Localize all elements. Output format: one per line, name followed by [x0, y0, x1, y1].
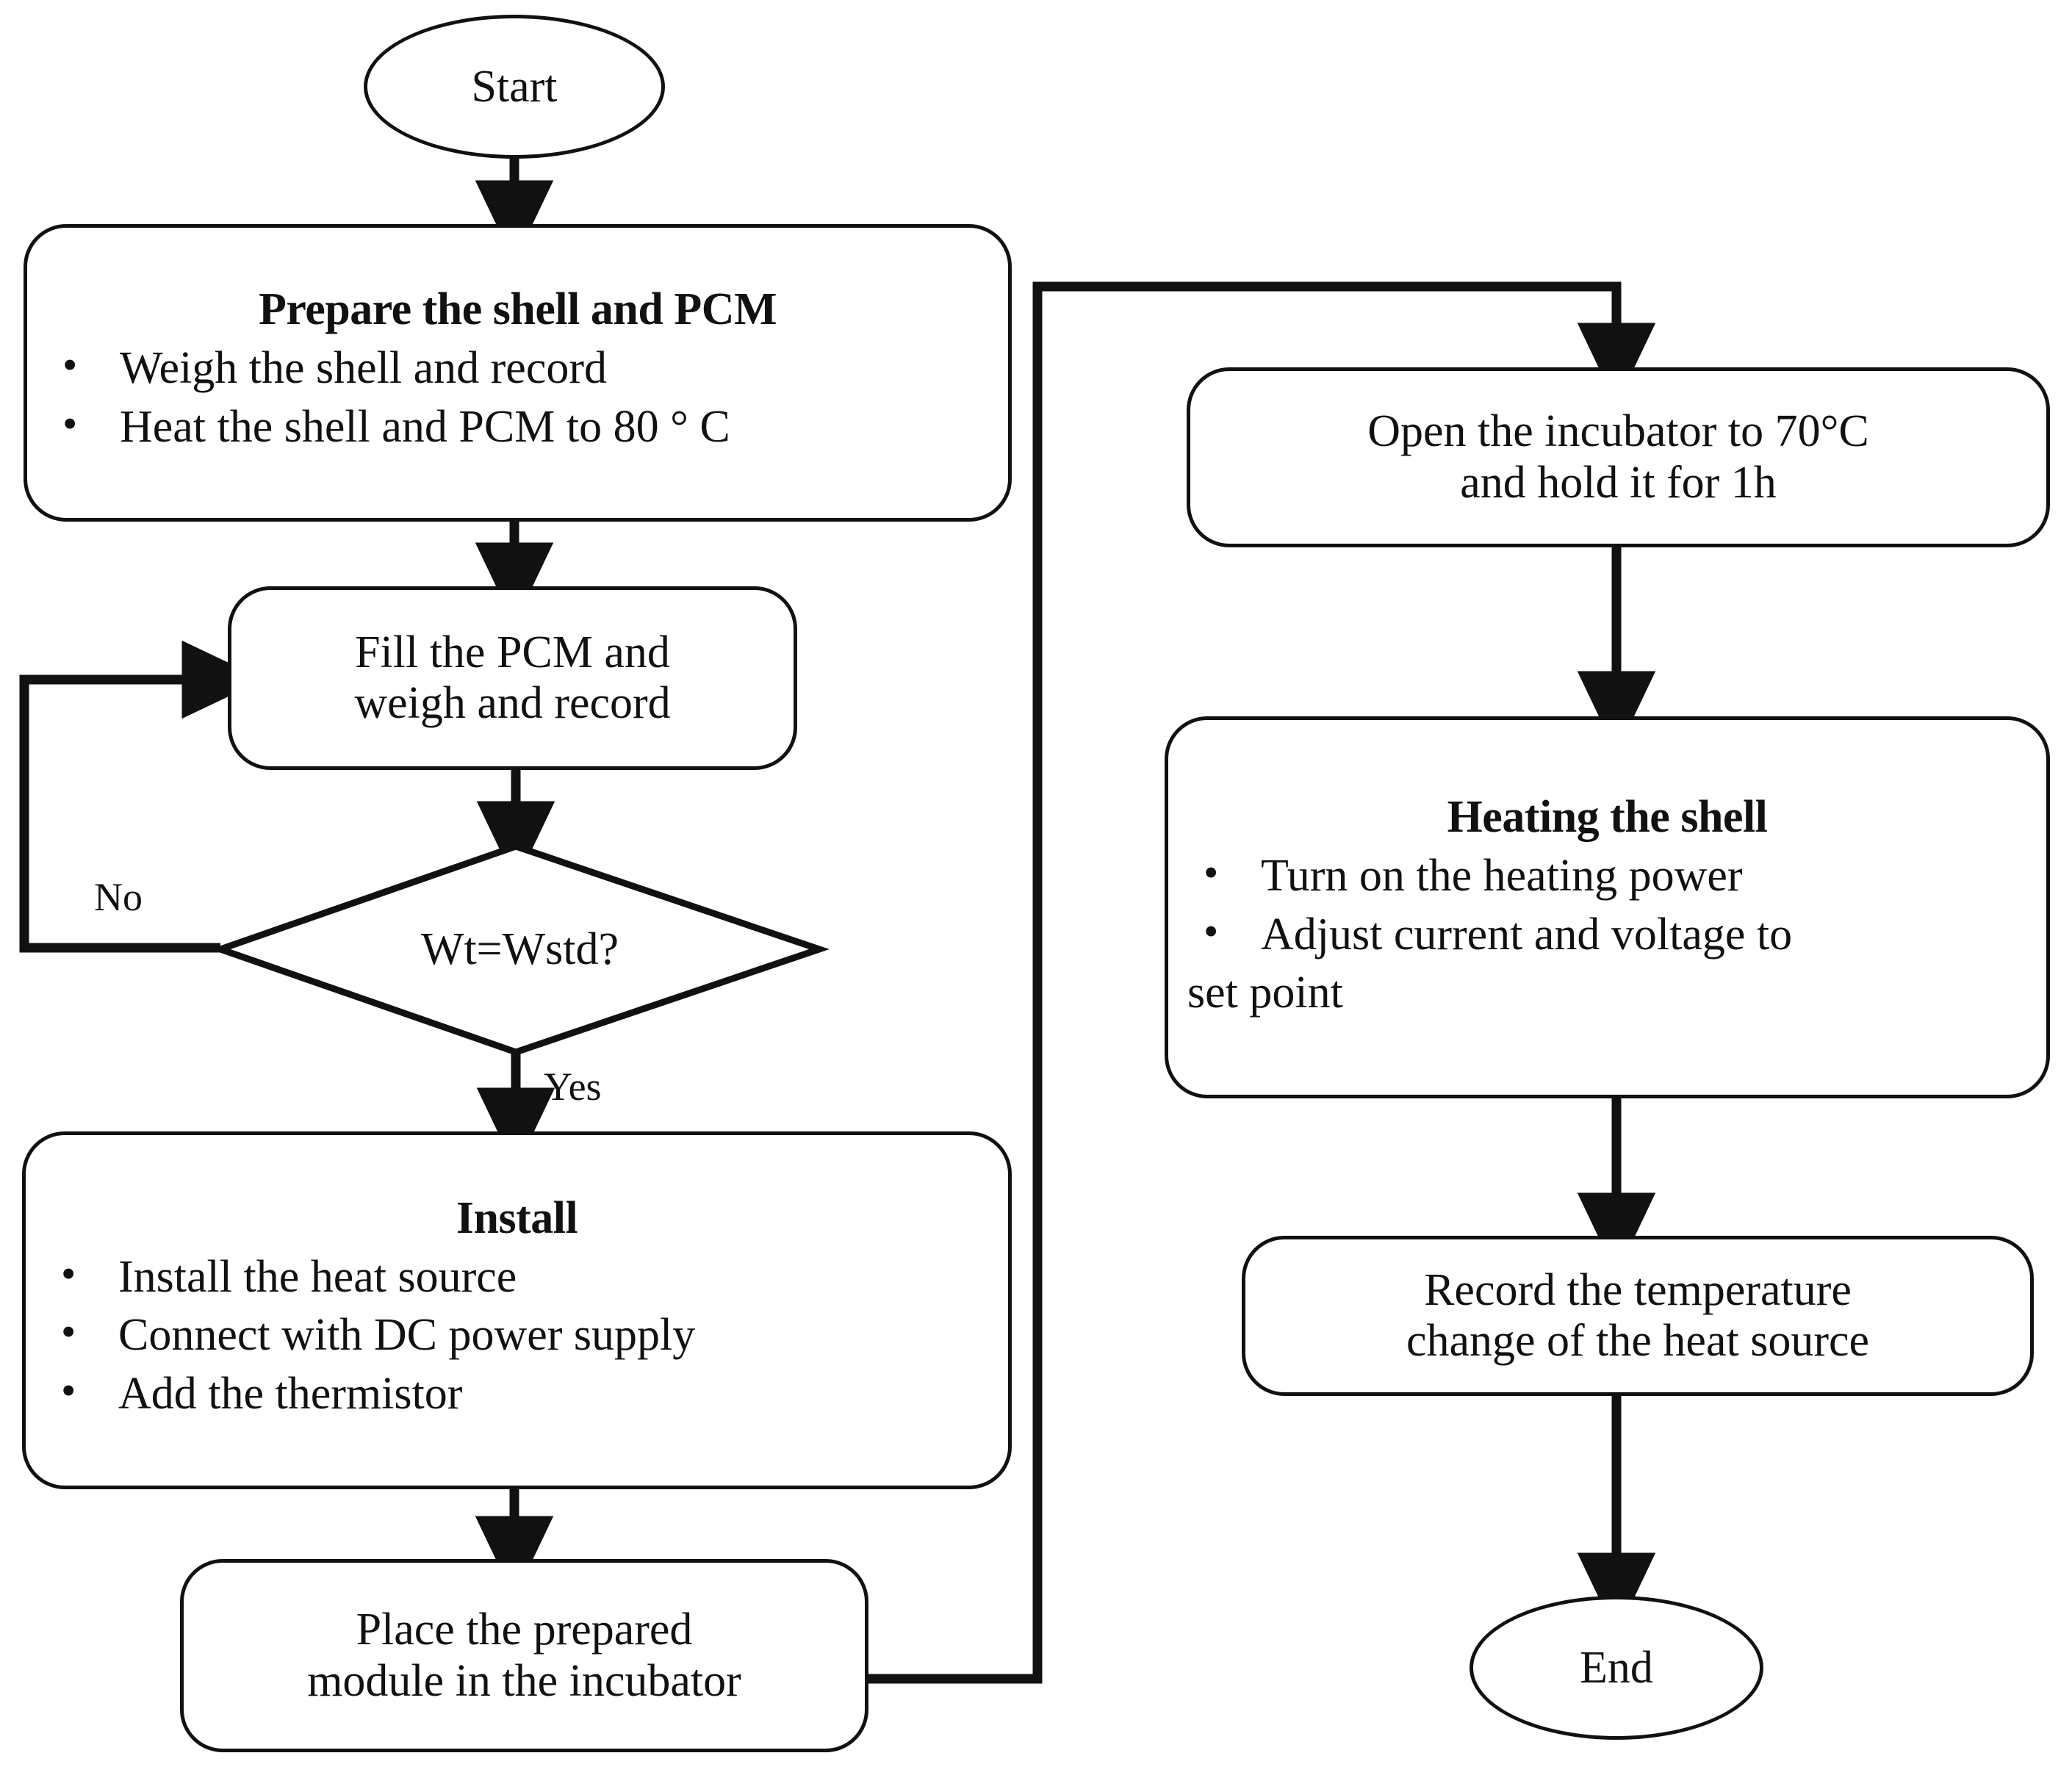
- fill-pcm-line-1: Fill the PCM and: [355, 627, 670, 677]
- heating-shell-box[interactable]: Heating the shell Turn on the heating po…: [1165, 716, 2050, 1098]
- record-temperature-box[interactable]: Record the temperature change of the hea…: [1242, 1236, 2034, 1396]
- open-incubator-box[interactable]: Open the incubator to 70°C and hold it f…: [1187, 367, 2050, 547]
- install-bullets: Install the heat source Connect with DC …: [26, 1247, 1008, 1425]
- decision-wt-wstd-label-wrap[interactable]: Wt=Wstd?: [220, 911, 819, 988]
- prepare-shell-pcm-title: Prepare the shell and PCM: [258, 284, 777, 335]
- list-item: Adjust current and voltage to: [1193, 906, 2027, 963]
- record-temperature-line-1: Record the temperature: [1424, 1264, 1852, 1315]
- heating-shell-trailing-text: set point: [1187, 968, 1343, 1018]
- start-terminator[interactable]: Start: [364, 15, 665, 159]
- prepare-shell-pcm-bullets: Weigh the shell and record Heat the shel…: [27, 338, 1008, 458]
- decision-wt-wstd-label: Wt=Wstd?: [420, 924, 619, 974]
- heating-shell-title: Heating the shell: [1447, 792, 1768, 843]
- list-item: Turn on the heating power: [1193, 847, 2027, 904]
- open-incubator-line-1: Open the incubator to 70°C: [1367, 406, 1869, 457]
- prepare-shell-pcm-box[interactable]: Prepare the shell and PCM Weigh the shel…: [24, 224, 1012, 522]
- edge-label-yes: Yes: [544, 1065, 602, 1109]
- start-label: Start: [471, 61, 558, 112]
- place-module-line-1: Place the prepared: [356, 1605, 693, 1655]
- record-temperature-line-2: change of the heat source: [1406, 1316, 1870, 1366]
- place-module-box[interactable]: Place the prepared module in the incubat…: [180, 1559, 868, 1752]
- end-label: End: [1580, 1642, 1653, 1693]
- open-incubator-line-2: and hold it for 1h: [1460, 457, 1777, 508]
- list-item: Connect with DC power supply: [51, 1306, 989, 1364]
- end-terminator[interactable]: End: [1470, 1596, 1763, 1740]
- edge-label-no: No: [94, 875, 143, 919]
- list-item: Add the thermistor: [51, 1365, 989, 1422]
- fill-pcm-box[interactable]: Fill the PCM and weigh and record: [228, 586, 797, 770]
- heating-shell-bullets: Turn on the heating power Adjust current…: [1168, 846, 2046, 965]
- list-item: Heat the shell and PCM to 80 ° C: [52, 398, 989, 456]
- list-item: Install the heat source: [51, 1248, 989, 1306]
- install-box[interactable]: Install Install the heat source Connect …: [22, 1131, 1012, 1489]
- install-title: Install: [456, 1192, 578, 1243]
- place-module-line-2: module in the incubator: [307, 1655, 741, 1706]
- list-item: Weigh the shell and record: [52, 339, 989, 397]
- fill-pcm-line-2: weigh and record: [354, 678, 671, 728]
